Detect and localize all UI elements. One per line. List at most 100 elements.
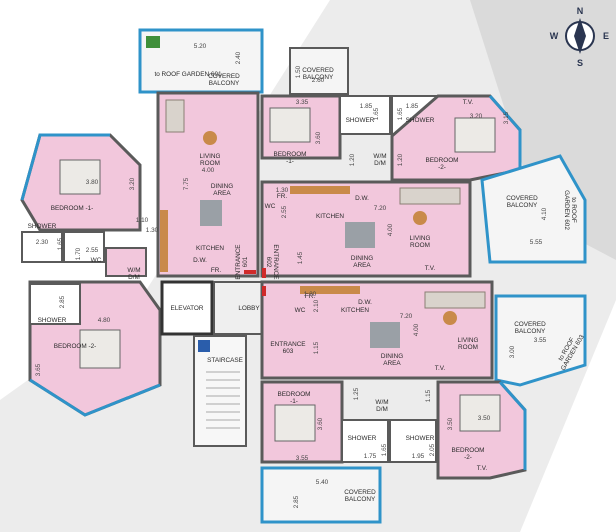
dim-320b: 3.20 — [129, 177, 136, 190]
dim-115b: 1.15 — [425, 389, 432, 402]
dim-265: 2.85 — [59, 295, 66, 308]
dim-165b: 1.65 — [397, 107, 404, 120]
dim-360: 3.60 — [315, 131, 322, 144]
bed-bedroom1-603 — [274, 404, 316, 442]
sofa-601 — [165, 99, 185, 133]
window-b2-601 — [29, 378, 161, 417]
dim-165a: 1.65 — [373, 107, 380, 120]
dim-130b: 1.30 — [276, 187, 289, 194]
sofa-602 — [399, 187, 461, 205]
dim-240: 2.40 — [235, 51, 242, 64]
coffee-table-603 — [443, 311, 457, 325]
dim-165c: 1.65 — [381, 443, 388, 456]
wmdm-601 — [105, 247, 147, 277]
dim-300: 3.00 — [509, 345, 516, 358]
shower-601 — [21, 231, 63, 263]
window-bedroom2-603 — [498, 381, 527, 470]
label-kitchen-602: KITCHEN — [316, 213, 344, 220]
bed-b2-601 — [79, 329, 121, 369]
dim-115a: 1.15 — [313, 341, 320, 354]
label-dw-603: D.W. — [358, 299, 372, 306]
compass-n: N — [577, 6, 584, 16]
dim-400b: 4.00 — [387, 223, 394, 236]
dim-185b: 1.85 — [406, 103, 419, 110]
compass-s: S — [577, 58, 583, 68]
dim-360b: 3.60 — [317, 417, 324, 430]
shower2-601 — [29, 283, 81, 325]
door-602 — [262, 268, 266, 278]
dim-520: 5.20 — [194, 43, 207, 50]
dim-320a: 3.20 — [470, 113, 483, 120]
dim-110: 1.10 — [136, 217, 149, 224]
coffee-table-601 — [203, 131, 217, 145]
dim-125: 1.25 — [353, 387, 360, 400]
dim-365: 3.65 — [35, 363, 42, 376]
label-bedroom1-603: BEDROOM-1- — [277, 391, 310, 405]
label-bedroom1-602: BEDROOM-1- — [273, 151, 306, 165]
dim-355b: 3.55 — [296, 455, 309, 462]
dim-355a: 3.55 — [534, 337, 547, 344]
balcony-602-side — [480, 154, 587, 264]
label-tv-602: T.V. — [463, 99, 474, 106]
door-603 — [262, 286, 266, 296]
label-entrance-601: ENTRANCE601 — [235, 244, 249, 279]
dim-350: 3.50 — [447, 417, 454, 430]
dim-335: 3.35 — [296, 99, 309, 106]
label-lobby: LOBBY — [238, 305, 260, 312]
label-shower-603a: SHOWER — [348, 435, 377, 442]
label-wc-603: WC — [295, 307, 306, 314]
staircase — [193, 335, 247, 447]
dim-120c: 1.20 — [304, 291, 317, 298]
label-bedroom1-601: BEDROOM -1- — [51, 205, 94, 212]
dim-775: 7.75 — [183, 177, 190, 190]
dim-400: 4.00 — [202, 167, 215, 174]
label-dw-601: D.W. — [193, 257, 207, 264]
window-bedroom2-602 — [488, 95, 522, 170]
door-601 — [244, 270, 256, 274]
dim-285: 2.85 — [293, 495, 300, 508]
label-shower2-601: SHOWER — [38, 317, 67, 324]
dim-720b: 7.20 — [400, 313, 413, 320]
label-tv-603: T.V. — [435, 365, 446, 372]
window-b1-601 — [20, 133, 110, 201]
coffee-table-602 — [413, 211, 427, 225]
dim-150: 1.50 — [295, 65, 302, 78]
dim-410: 4.10 — [541, 207, 548, 220]
label-elevator: ELEVATOR — [170, 305, 203, 312]
balcony-601 — [138, 28, 264, 94]
label-fr-603: FR. — [305, 293, 316, 300]
living-dining-601 — [156, 91, 260, 278]
shower-603a — [341, 419, 389, 463]
dim-210: 2.10 — [313, 299, 320, 312]
label-fr-602: FR. — [277, 193, 288, 200]
dim-255: 2.55 — [281, 205, 288, 218]
kitchen-counter-602 — [290, 186, 350, 194]
elevator — [160, 280, 214, 336]
label-bedroom2-602: BEDROOM-2- — [425, 157, 458, 171]
label-tv-603b: T.V. — [477, 465, 488, 472]
shower-603b — [389, 419, 437, 463]
dim-260: 2.60 — [312, 77, 325, 84]
shower-602a — [339, 95, 391, 135]
dim-120a: 1.20 — [349, 153, 356, 166]
dining-table-601 — [200, 200, 222, 226]
label-kitchen-603: KITCHEN — [341, 307, 369, 314]
compass-e: E — [603, 31, 609, 41]
bed-bedroom1-602 — [269, 107, 311, 143]
dim-175: 1.75 — [364, 453, 377, 460]
dining-table-603 — [370, 322, 400, 348]
accessible-icon — [198, 340, 210, 352]
kitchen-counter-601 — [160, 210, 168, 272]
label-shower-602a: SHOWER — [346, 117, 375, 124]
compass-needle-icon — [574, 18, 586, 54]
dim-230: 2.30 — [36, 239, 49, 246]
